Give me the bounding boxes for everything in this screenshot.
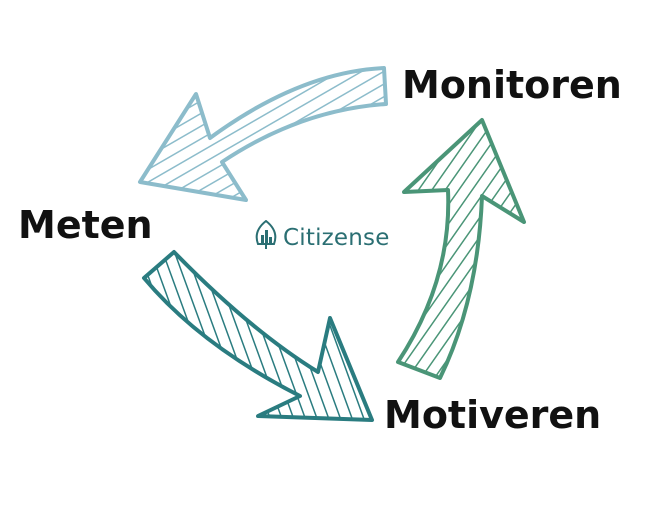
label-meten: Meten — [18, 203, 153, 247]
label-monitoren: Monitoren — [402, 63, 622, 107]
arrow-motiveren-to-monitoren — [396, 118, 526, 380]
arrow-meten-to-motiveren — [142, 250, 374, 422]
leaf-city-icon — [253, 219, 279, 255]
logo-text: Citizense — [283, 224, 390, 251]
citizense-logo: Citizense — [253, 219, 390, 255]
label-motiveren: Motiveren — [384, 393, 602, 437]
arrow-monitoren-to-meten — [138, 66, 388, 202]
